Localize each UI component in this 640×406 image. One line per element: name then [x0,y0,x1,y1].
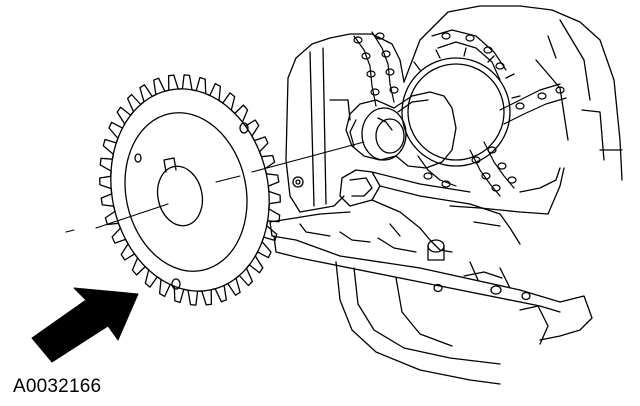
sprocket-teeth [99,74,281,306]
camshaft-nose [345,91,457,169]
sprocket-hole-left [134,153,142,163]
timing-chain [353,29,567,197]
oil-pan [269,211,593,385]
sprocket-bore [156,165,204,227]
sprocket-hole-bottom [171,278,181,290]
arrow-pointer-icon [31,287,139,363]
sprocket-hub-ring [124,112,248,272]
crankshaft-sprocket [99,74,281,306]
front-bracket [339,167,565,261]
sprocket-hole-top [239,122,249,134]
sprocket-keyway [163,157,177,173]
camshaft-sprocket [401,47,521,167]
figure-id: A0032166 [13,376,102,397]
engine-block [285,5,623,213]
sprocket-rim [110,88,270,292]
